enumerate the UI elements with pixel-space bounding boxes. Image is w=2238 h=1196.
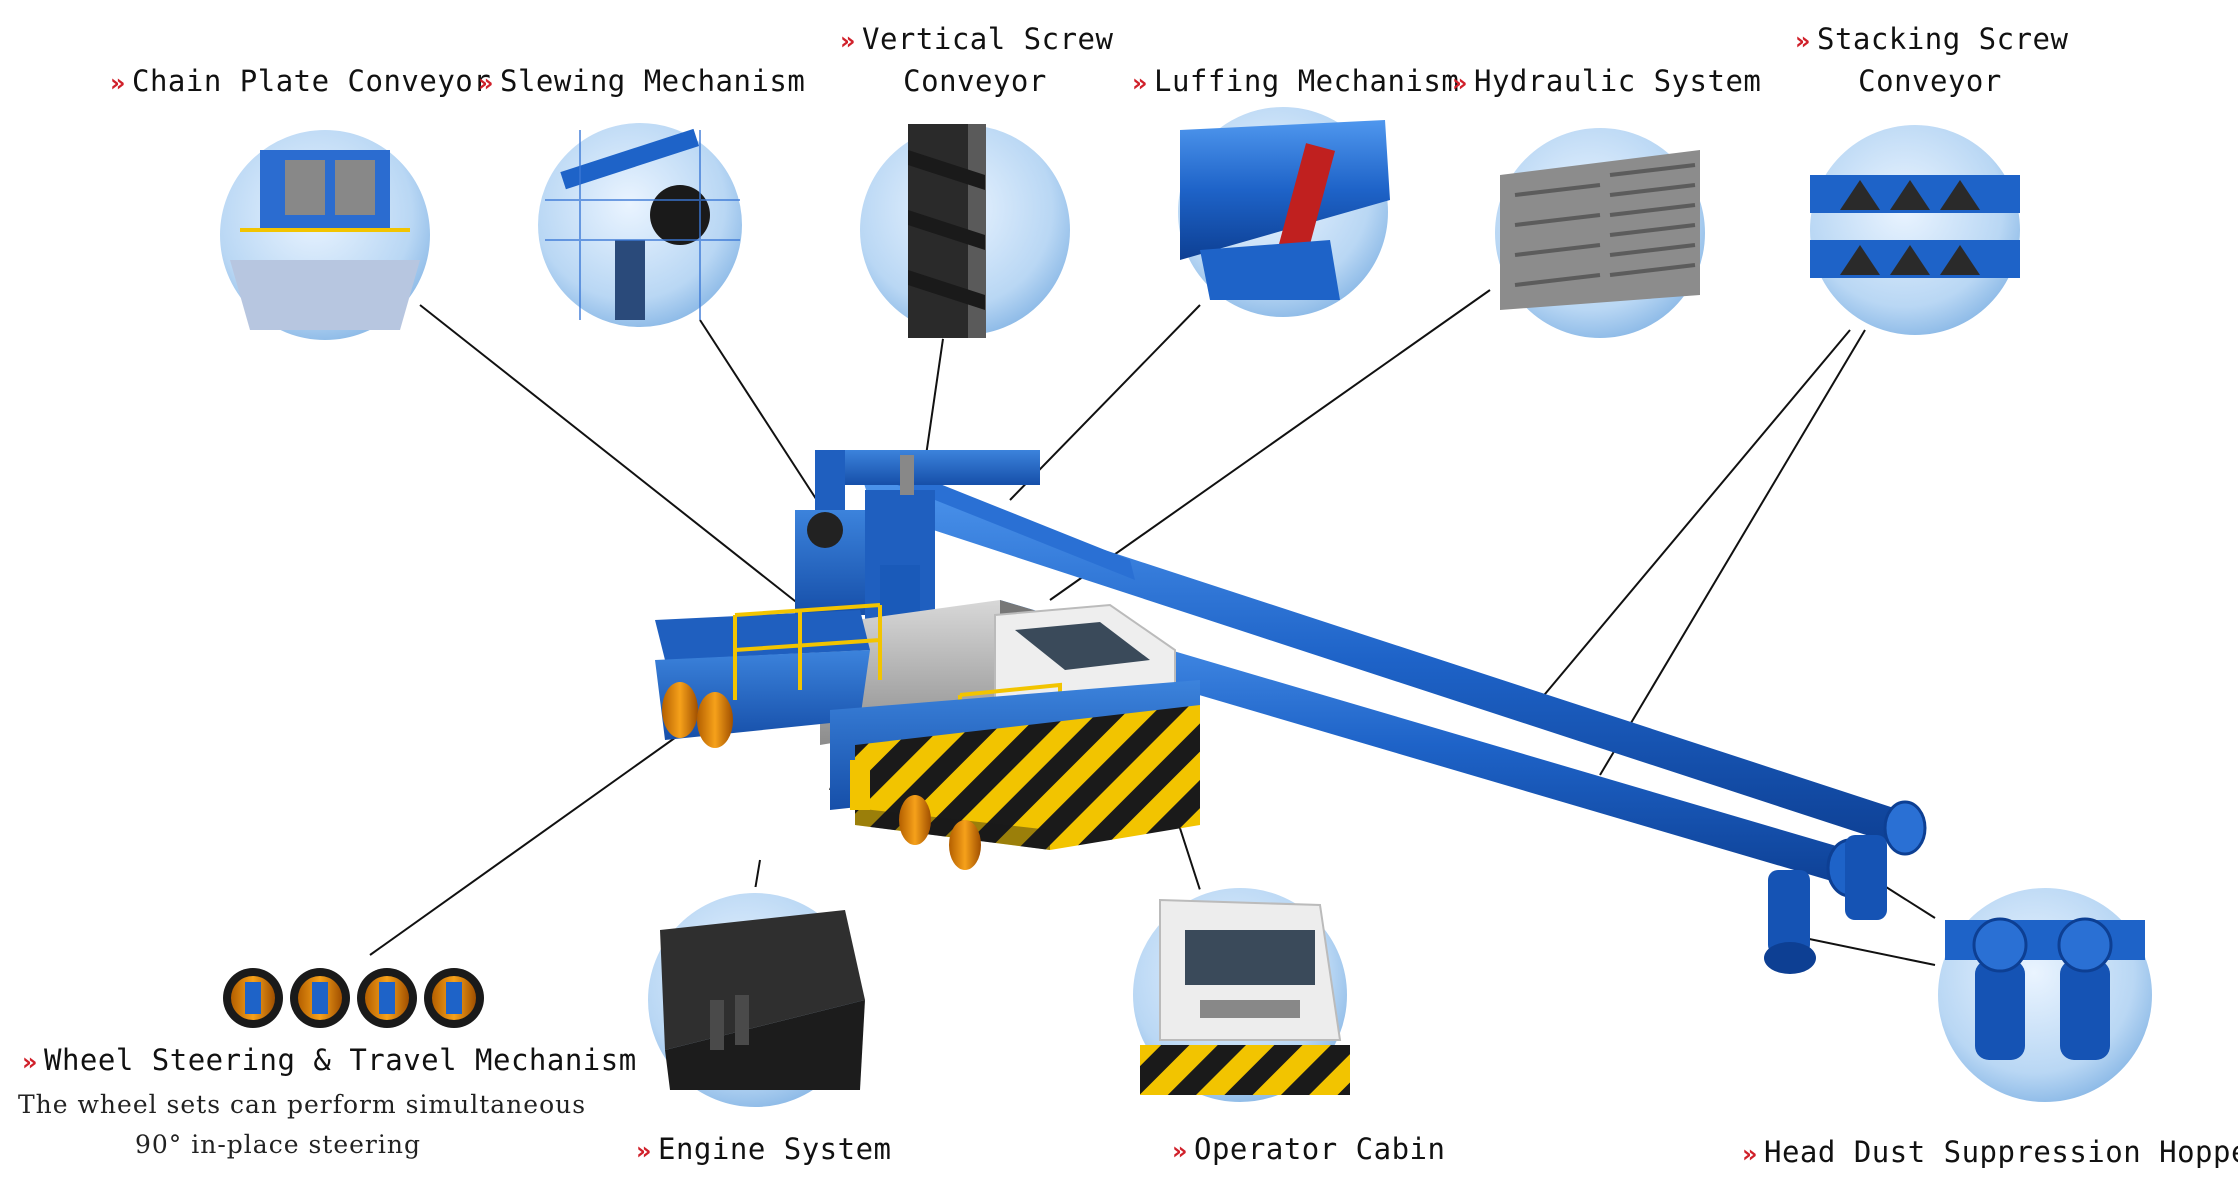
detail-circle-vertical-screw	[854, 119, 1076, 341]
leader-lines	[369, 289, 1936, 966]
chevron-icon: »	[636, 1137, 653, 1165]
screw-unloader-machine	[655, 450, 1927, 974]
wheel-sets-illustration	[223, 968, 484, 1028]
label-slewing-mechanism: »Slewing Mechanism	[478, 64, 806, 98]
label-engine-system: »Engine System	[636, 1132, 892, 1166]
chevron-icon: »	[1132, 69, 1149, 97]
label-wheel-steering-travel: »Wheel Steering & Travel Mechanism	[22, 1043, 637, 1077]
wheels	[662, 682, 981, 870]
detail-circle-operator-cabin	[1127, 882, 1353, 1108]
label-hydraulic-system: »Hydraulic System	[1452, 64, 1762, 98]
label-luffing-mechanism: »Luffing Mechanism	[1132, 64, 1460, 98]
chevron-icon: »	[478, 69, 495, 97]
chevron-icon: »	[840, 27, 857, 55]
chevron-icon: »	[1742, 1140, 1759, 1168]
detail-circle-slewing	[532, 117, 748, 333]
wheel-note-line2: 90° in-place steering	[135, 1130, 421, 1159]
detail-circle-luffing	[1172, 101, 1394, 323]
detail-circle-hydraulic	[1489, 122, 1711, 344]
label-head-dust-suppression-hopper: »Head Dust Suppression Hopper	[1742, 1135, 2238, 1169]
slewing-frame	[795, 450, 1040, 620]
label-chain-plate-conveyor: »Chain Plate Conveyor	[110, 64, 492, 98]
label-operator-cabin: »Operator Cabin	[1172, 1132, 1446, 1166]
chevron-icon: »	[22, 1048, 39, 1076]
detail-circle-dust-hopper	[1932, 882, 2158, 1108]
chevron-icon: »	[1172, 1137, 1189, 1165]
detail-circle-stacking-screw	[1804, 119, 2026, 341]
chassis	[830, 680, 1200, 850]
detail-circle-chain-plate	[214, 124, 436, 346]
chevron-icon: »	[110, 69, 127, 97]
chevron-icon: »	[1795, 27, 1812, 55]
chevron-icon: »	[1452, 69, 1469, 97]
wheel-note-line1: The wheel sets can perform simultaneous	[18, 1090, 587, 1119]
detail-circle-engine	[642, 887, 868, 1113]
